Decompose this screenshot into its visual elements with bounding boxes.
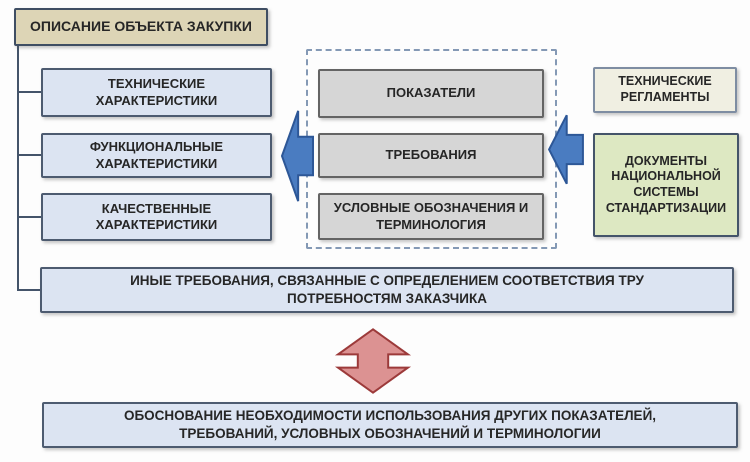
right-box-national-standardization-documents: ДОКУМЕНТЫ НАЦИОНАЛЬНОЙ СИСТЕМЫ СТАНДАРТИ…: [593, 133, 739, 237]
middle-box-requirements: ТРЕБОВАНИЯ: [318, 133, 544, 178]
root-box-procurement-object-description: ОПИСАНИЕ ОБЪЕКТА ЗАКУПКИ: [14, 8, 268, 46]
connector-stub-technical: [17, 91, 41, 93]
middle-box-symbols-terminology: УСЛОВНЫЕ ОБОЗНАЧЕНИЯ И ТЕРМИНОЛОГИЯ: [318, 193, 544, 240]
connector-stub-functional: [17, 154, 41, 156]
other-requirements-line1: ИНЫЕ ТРЕБОВАНИЯ, СВЯЗАННЫЕ С ОПРЕДЕЛЕНИЕ…: [130, 272, 644, 288]
up-down-arrow-icon: [335, 328, 411, 394]
left-box-functional-characteristics: ФУНКЦИОНАЛЬНЫЕ ХАРАКТЕРИСТИКИ: [41, 133, 272, 178]
right-box-technical-regulations: ТЕХНИЧЕСКИЕ РЕГЛАМЕНТЫ: [593, 67, 737, 113]
left-box-quality-characteristics: КАЧЕСТВЕННЫЕ ХАРАКТЕРИСТИКИ: [41, 193, 272, 241]
other-requirements-line2: ПОТРЕБНОСТЯМ ЗАКАЗЧИКА: [287, 291, 487, 306]
justification-line1: ОБОСНОВАНИЕ НЕОБХОДИМОСТИ ИСПОЛЬЗОВАНИЯ …: [123, 407, 657, 423]
connector-stub-other-requirements: [17, 289, 41, 291]
left-arrow-icon: [548, 113, 584, 186]
connector-vertical-line: [17, 46, 19, 290]
left-arrow-icon: [281, 108, 314, 204]
middle-box-indicators: ПОКАЗАТЕЛИ: [318, 69, 544, 118]
justification-line2: ТРЕБОВАНИЙ, УСЛОВНЫХ ОБОЗНАЧЕНИЙ И ТЕРМИ…: [179, 426, 601, 441]
left-box-technical-characteristics: ТЕХНИЧЕСКИЕ ХАРАКТЕРИСТИКИ: [41, 68, 272, 117]
connector-stub-quality: [17, 216, 41, 218]
other-requirements-box: ИНЫЕ ТРЕБОВАНИЯ, СВЯЗАННЫЕ С ОПРЕДЕЛЕНИЕ…: [40, 267, 734, 313]
justification-box: ОБОСНОВАНИЕ НЕОБХОДИМОСТИ ИСПОЛЬЗОВАНИЯ …: [42, 402, 738, 448]
